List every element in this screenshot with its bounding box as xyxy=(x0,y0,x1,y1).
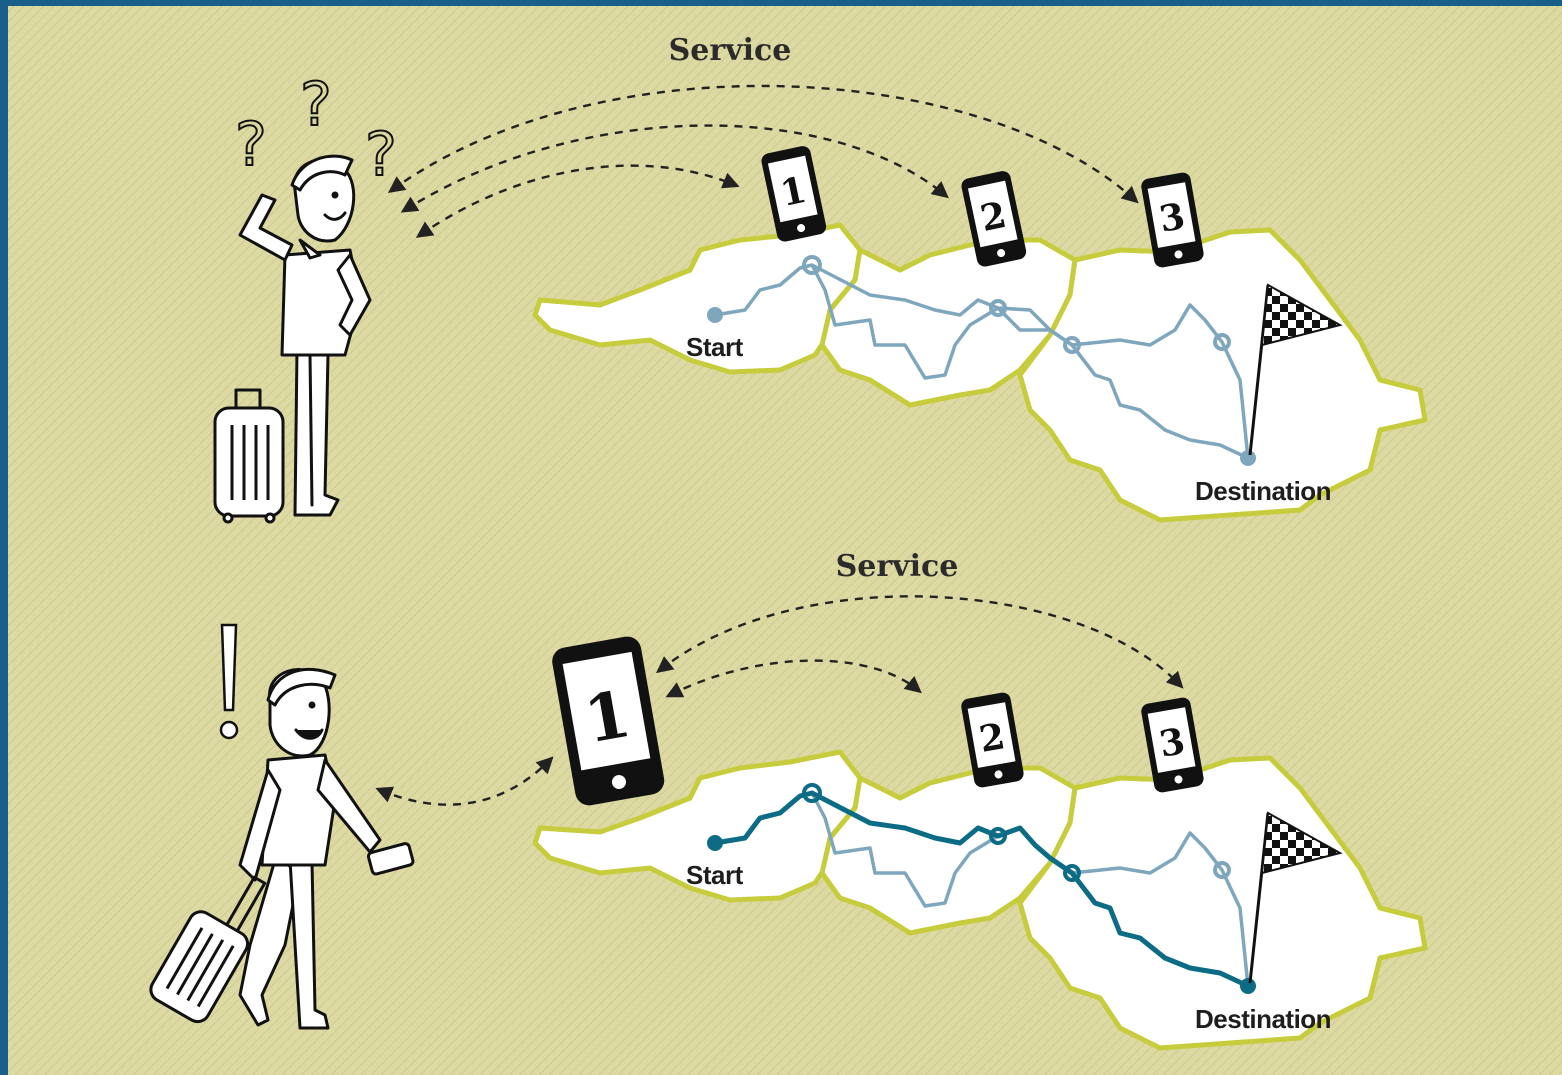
smartphone-icon: 3 xyxy=(1141,697,1204,793)
bottom-destination-label: Destination xyxy=(1195,1004,1331,1034)
top-route-nodes xyxy=(707,255,1256,466)
person-walking-icon xyxy=(238,667,415,1030)
svg-text:?: ? xyxy=(300,70,332,140)
suitcase-icon xyxy=(213,388,285,524)
top-panel: Service Start Destination xyxy=(213,33,1428,524)
smartphone-icon: 2 xyxy=(961,692,1024,788)
bottom-service-label: Service xyxy=(836,549,959,584)
bottom-route-nodes xyxy=(707,783,1256,994)
svg-text:?: ? xyxy=(365,120,397,190)
smartphone-icon: 1 xyxy=(761,146,827,242)
question-mark-icon: ? ? ? xyxy=(234,69,398,191)
svg-text:?: ? xyxy=(235,110,267,180)
top-service-label: Service xyxy=(669,33,792,68)
person-confused-icon xyxy=(238,154,372,517)
bottom-start-label: Start xyxy=(686,860,744,890)
bottom-routes-light xyxy=(810,792,1250,987)
top-arrow-phone2 xyxy=(400,124,949,213)
exclamation-icon xyxy=(219,623,239,740)
bottom-map xyxy=(532,749,1428,1051)
top-destination-label: Destination xyxy=(1195,476,1331,506)
smartphone-icon: 2 xyxy=(961,171,1027,267)
top-arrow-phone3 xyxy=(387,84,1139,204)
top-routes xyxy=(714,263,1250,460)
bottom-route-highlight xyxy=(714,790,1250,989)
top-start-label: Start xyxy=(686,332,744,362)
checkered-flag-icon xyxy=(1248,283,1343,456)
top-map xyxy=(532,222,1428,523)
suitcase-icon xyxy=(149,875,267,1024)
checkered-flag-icon xyxy=(1248,811,1343,984)
smartphone-icon: 1 xyxy=(552,636,665,806)
smartphone-icon: 3 xyxy=(1141,172,1204,268)
bottom-arrow-phone3 xyxy=(656,595,1184,689)
top-arrow-phone1 xyxy=(415,164,740,238)
bottom-panel: Service Start Destination xyxy=(149,549,1428,1051)
bottom-arrow-phone1 xyxy=(375,756,554,806)
